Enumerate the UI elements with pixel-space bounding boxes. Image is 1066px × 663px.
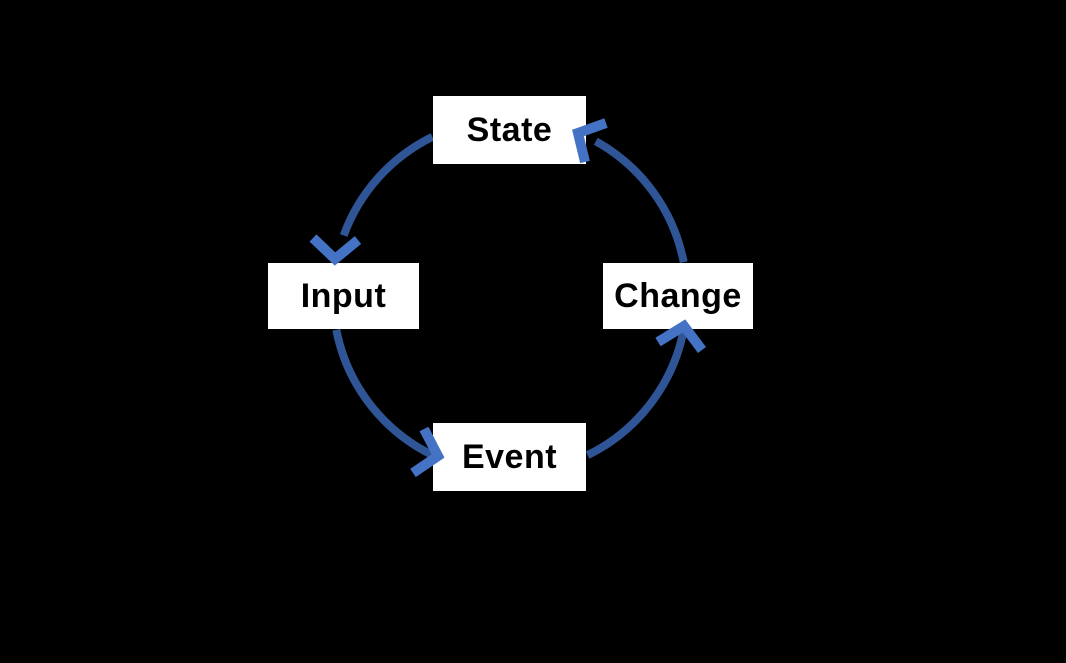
node-event: Event [433,423,586,491]
node-state-label: State [466,110,553,149]
node-change-label: Change [614,276,742,315]
node-input: Input [268,263,419,329]
arrow-state-to-input-arc [339,133,435,237]
node-change: Change [603,263,753,329]
arrow-event-to-change-head-icon [655,319,706,353]
node-event-label: Event [461,437,558,476]
arrow-input-to-event-arc [332,329,435,459]
arrow-change-to-state-arc [593,137,688,263]
arrow-event-to-change-arc [585,329,688,459]
arrow-state-to-input-head-icon [309,234,362,266]
node-input-label: Input [300,276,387,315]
node-state: State [433,96,586,164]
